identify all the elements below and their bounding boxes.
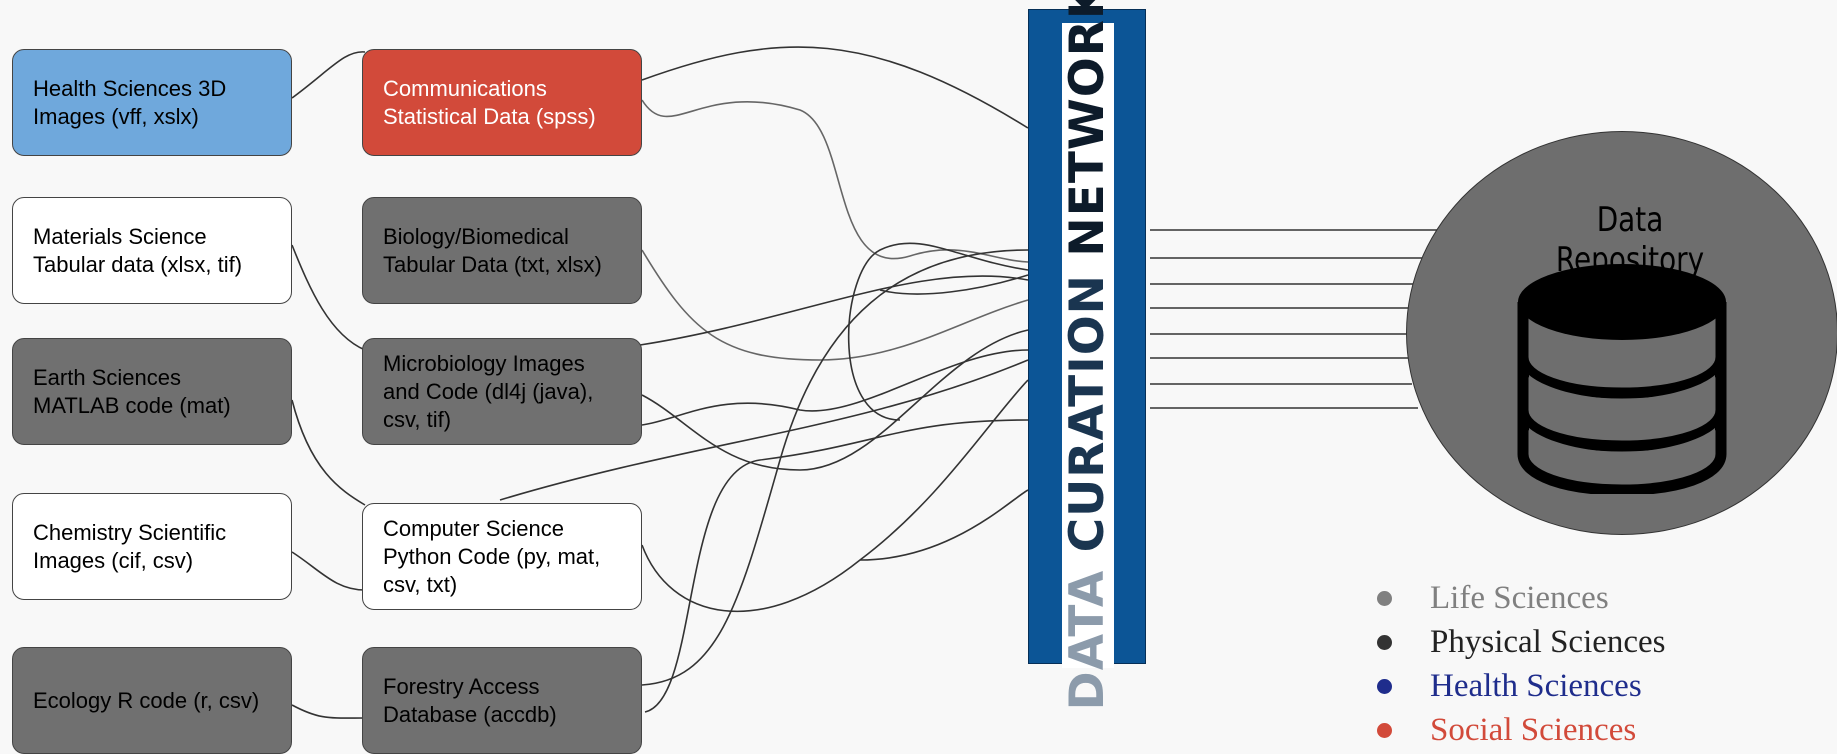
legend-label: Physical Sciences (1430, 623, 1666, 660)
source-box-earth: Earth Sciences MATLAB code (mat) (12, 338, 292, 445)
source-label: Earth Sciences MATLAB code (mat) (33, 364, 231, 418)
source-box-computer-science: Computer Science Python Code (py, mat, c… (362, 503, 642, 610)
legend-item-social-sciences: Social Sciences (1370, 708, 1666, 752)
legend: Life Sciences Physical Sciences Health S… (1370, 576, 1666, 752)
legend-dot (1377, 634, 1392, 650)
legend-label: Social Sciences (1430, 711, 1637, 748)
source-label: Chemistry Scientific Images (cif, csv) (33, 519, 227, 573)
legend-dot (1377, 678, 1392, 694)
legend-item-life-sciences: Life Sciences (1370, 576, 1666, 620)
source-label: Forestry Access Database (accdb) (383, 673, 557, 727)
source-label: Computer Science Python Code (py, mat, c… (383, 515, 601, 597)
network-label-panel (1062, 23, 1114, 668)
source-label: Materials Science Tabular data (xlsx, ti… (33, 223, 243, 277)
source-box-communications: Communications Statistical Data (spss) (362, 49, 642, 156)
legend-item-health-sciences: Health Sciences (1370, 664, 1666, 708)
source-box-biology: Biology/Biomedical Tabular Data (txt, xl… (362, 197, 642, 304)
source-label: Biology/Biomedical Tabular Data (txt, xl… (383, 223, 602, 277)
source-label: Health Sciences 3D Images (vff, xslx) (33, 75, 227, 129)
source-label: Ecology R code (r, csv) (33, 687, 260, 713)
legend-label: Life Sciences (1430, 579, 1609, 616)
source-box-materials: Materials Science Tabular data (xlsx, ti… (12, 197, 292, 304)
legend-dot (1377, 590, 1392, 606)
source-box-microbiology: Microbiology Images and Code (dl4j (java… (362, 338, 642, 445)
source-label: Microbiology Images and Code (dl4j (java… (383, 350, 594, 432)
legend-label: Health Sciences (1430, 667, 1642, 704)
source-box-health: Health Sciences 3D Images (vff, xslx) (12, 49, 292, 156)
source-box-ecology: Ecology R code (r, csv) (12, 647, 292, 754)
legend-dot (1377, 722, 1392, 738)
source-label: Communications Statistical Data (spss) (383, 75, 596, 129)
network-title: DATA CURATION NETWORK (1060, 0, 1115, 711)
database-icon (1517, 264, 1727, 494)
source-box-forestry: Forestry Access Database (accdb) (362, 647, 642, 754)
network-word-curation: CURATION (1060, 273, 1115, 553)
source-box-chemistry: Chemistry Scientific Images (cif, csv) (12, 493, 292, 600)
network-word-data: DATA (1060, 569, 1115, 711)
legend-item-physical-sciences: Physical Sciences (1370, 620, 1666, 664)
network-word-network: NETWORK (1060, 0, 1115, 257)
data-curation-network-bar: DATA CURATION NETWORK (1028, 0, 1146, 710)
